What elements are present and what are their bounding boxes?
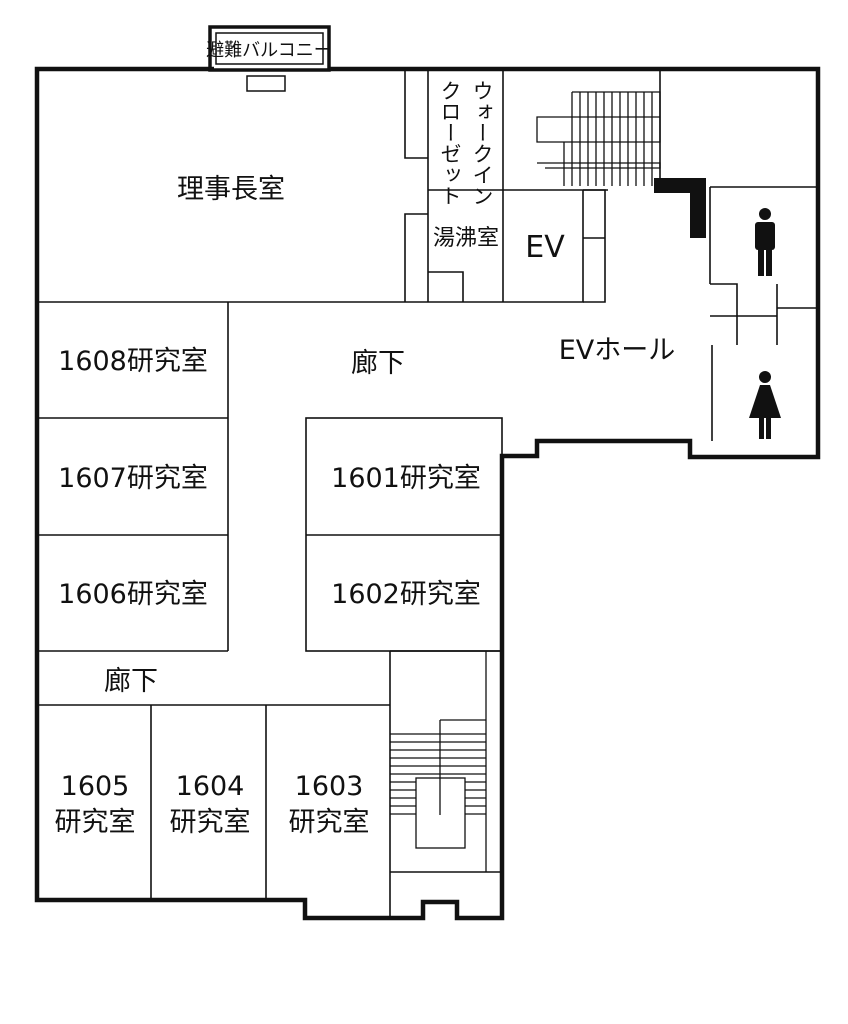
- lab-1608-label: 1608研究室: [58, 346, 208, 377]
- female-person-icon: [749, 371, 781, 439]
- kitchenette-label: 湯沸室: [433, 226, 499, 251]
- male-person-icon: [755, 208, 775, 276]
- lab-1606-label: 1606研究室: [58, 579, 208, 610]
- interior-partitions: [37, 69, 818, 918]
- lower-staircase: [390, 651, 487, 872]
- elevator-hall-label: EVホール: [559, 335, 676, 366]
- balcony-label: 避難バルコニー: [206, 40, 332, 61]
- lab-1607-label: 1607研究室: [58, 463, 208, 494]
- walkin-closet-label-col2: クローゼット: [438, 80, 462, 206]
- walkin-closet-label-col1: ウォークイン: [470, 80, 494, 206]
- lab-1601-label: 1601研究室: [331, 463, 481, 494]
- structural-wall: [654, 178, 706, 238]
- exterior-walls: [34, 25, 821, 921]
- lab-1603-name: 研究室: [289, 807, 370, 838]
- corridor-upper-label: 廊下: [351, 348, 405, 379]
- lab-1602-label: 1602研究室: [331, 579, 481, 610]
- lab-1605-name: 研究室: [55, 807, 136, 838]
- directors-office-label: 理事長室: [177, 174, 285, 205]
- lab-1604-number: 1604: [176, 771, 245, 802]
- lab-1604-name: 研究室: [170, 807, 251, 838]
- lab-1605-number: 1605: [61, 771, 130, 802]
- balcony-hatch: [246, 75, 286, 92]
- corridor-lower-label: 廊下: [104, 666, 158, 697]
- upper-staircase: [536, 91, 661, 186]
- balcony-inner-frame: [215, 32, 324, 65]
- lab-1603-number: 1603: [295, 771, 364, 802]
- elevator-label: EV: [525, 230, 565, 265]
